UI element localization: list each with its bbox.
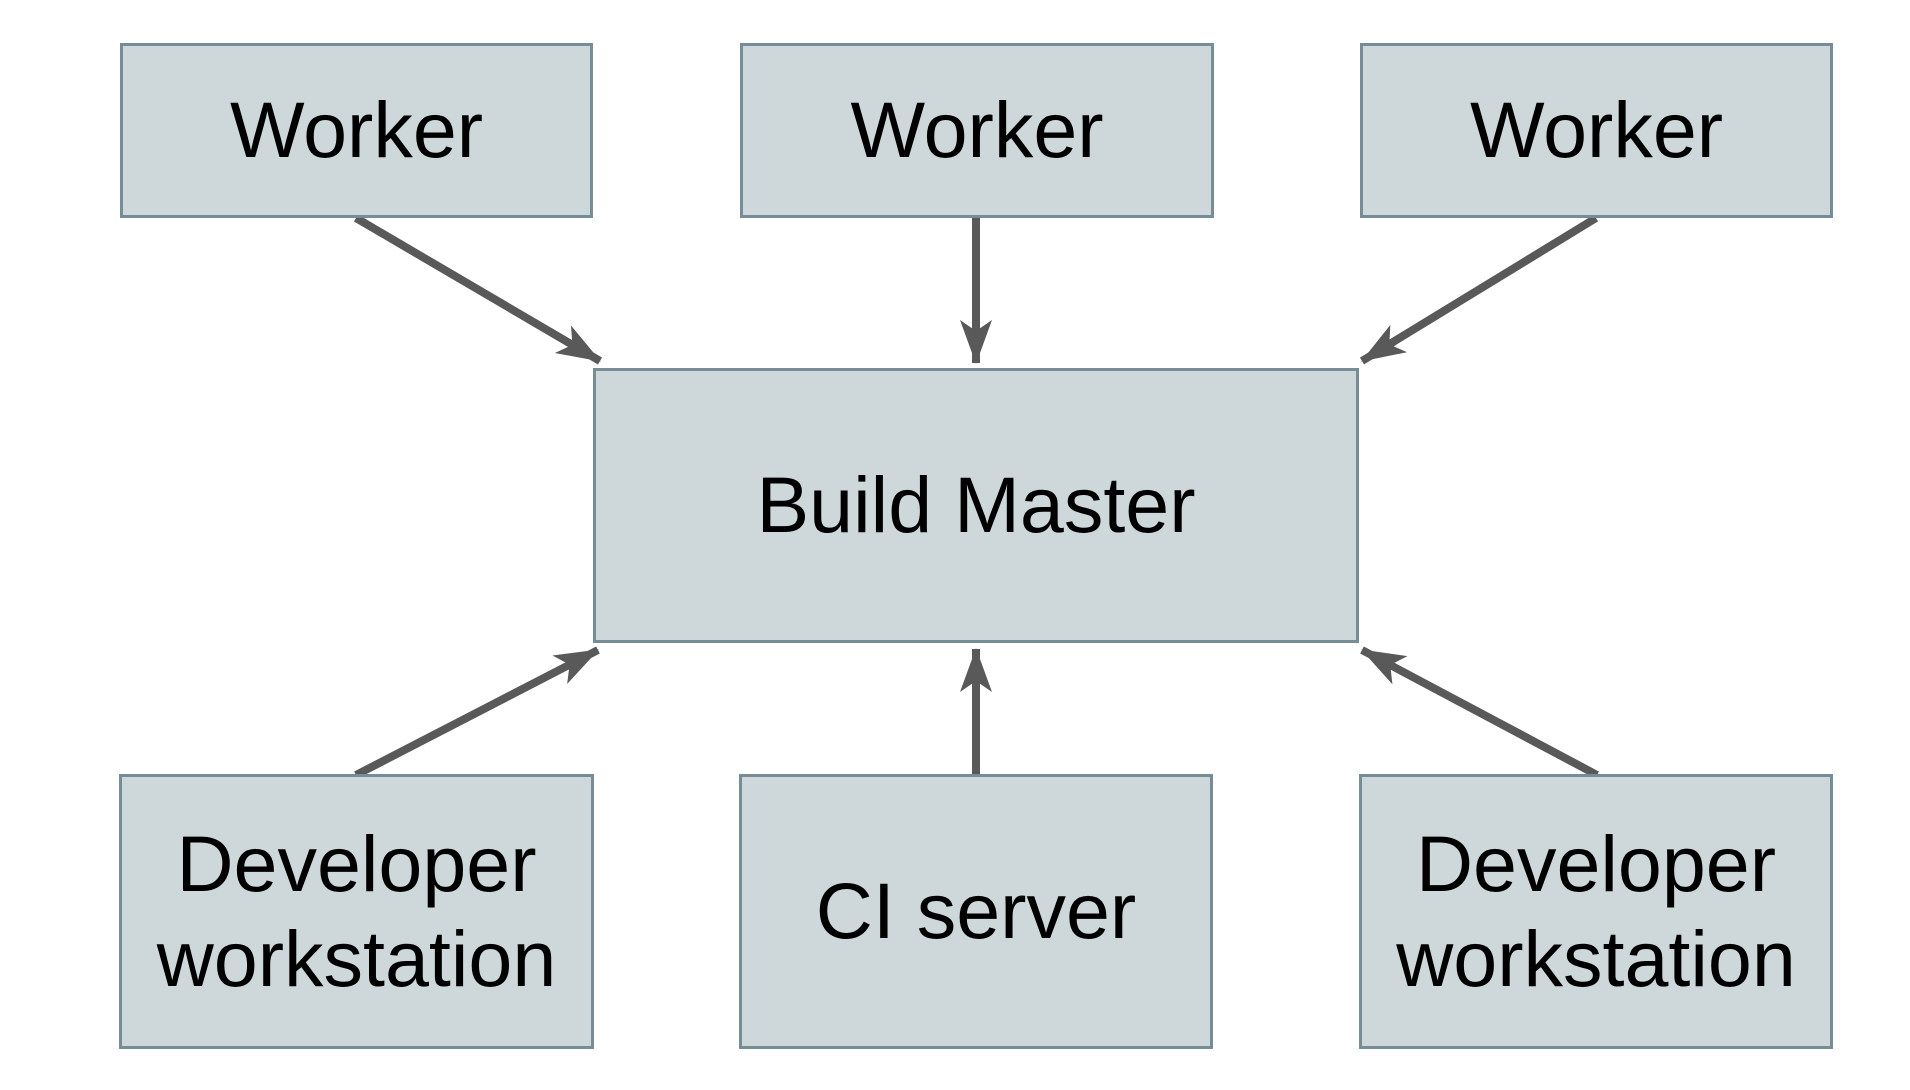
edge-developer-workstation-2-to-build-master [1360, 646, 1599, 779]
node-ci-server-label: CI server [815, 866, 1137, 956]
edge-developer-workstation-1-to-build-master [354, 646, 600, 779]
node-developer-workstation-2: Developer workstation [1359, 774, 1833, 1049]
node-worker-2-label: Worker [850, 85, 1104, 175]
node-worker-1: Worker [120, 43, 593, 218]
node-developer-workstation-2-label: Developer workstation [1396, 818, 1796, 1003]
node-build-master: Build Master [593, 368, 1359, 643]
edge-worker-3-to-build-master [1359, 214, 1599, 365]
node-worker-3: Worker [1360, 43, 1833, 218]
node-worker-2: Worker [740, 43, 1214, 218]
node-build-master-label: Build Master [756, 460, 1196, 550]
node-developer-workstation-1: Developer workstation [119, 774, 594, 1049]
node-ci-server: CI server [739, 774, 1213, 1049]
node-developer-workstation-1-label: Developer workstation [156, 818, 557, 1003]
edge-worker-1-to-build-master [353, 214, 603, 365]
node-worker-1-label: Worker [229, 85, 484, 175]
node-worker-3-label: Worker [1469, 85, 1724, 175]
